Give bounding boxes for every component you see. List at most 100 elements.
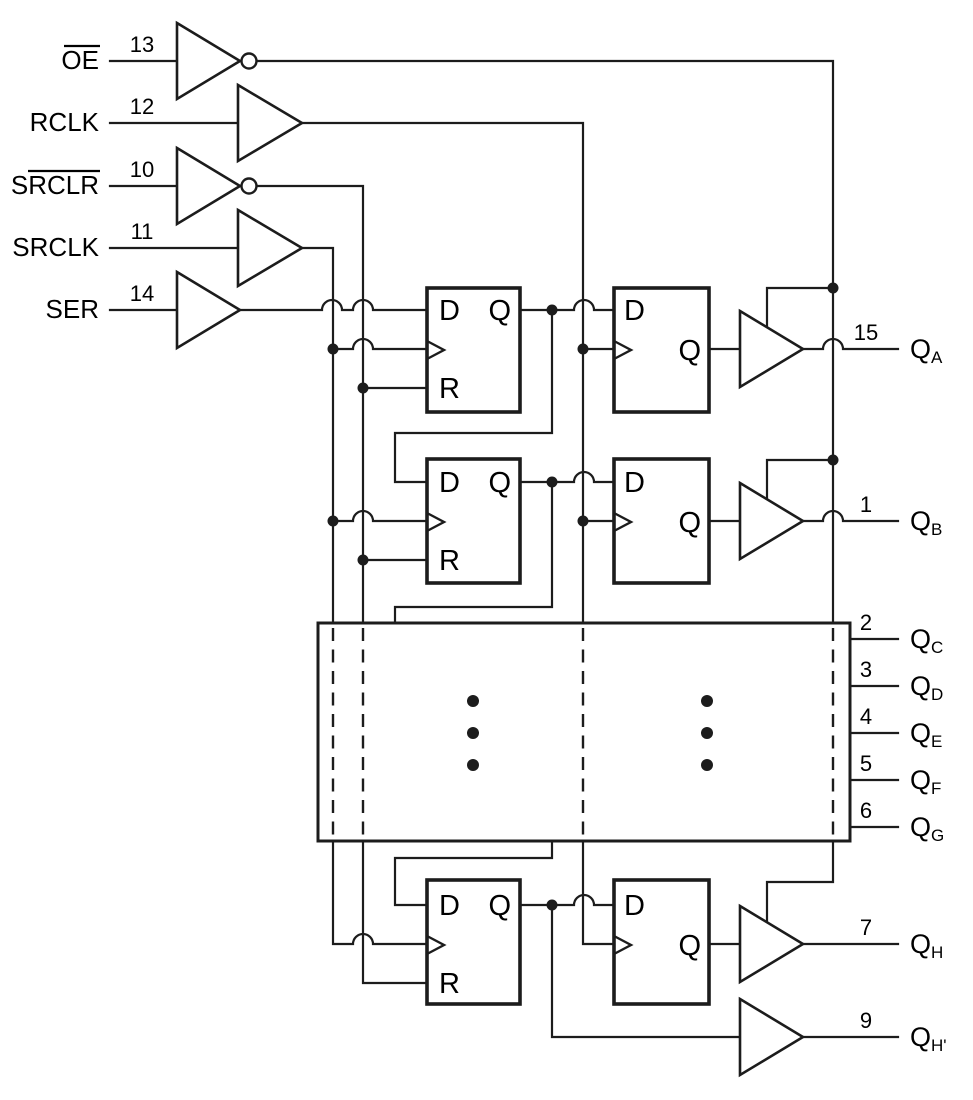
storage-register-h: D Q <box>612 878 711 1006</box>
wire-rclk-rail-bottom <box>581 839 616 946</box>
output-labels: 15 1 2 3 4 5 6 7 9 QA QB QC QD QE QF QG … <box>854 320 947 1055</box>
shift-register-a: D Q R <box>425 286 522 414</box>
input-gates <box>175 20 305 351</box>
output-label-qg: QG <box>910 812 944 845</box>
junction-dots <box>327 282 839 911</box>
junction-dot <box>827 454 839 466</box>
junction-dot <box>357 554 369 566</box>
clock-arrow-shift-h <box>426 934 447 956</box>
port-r-shift-a: R <box>439 373 460 405</box>
qhprime-output-buffer <box>738 996 806 1078</box>
port-r-shift-b: R <box>439 545 460 577</box>
input-label-srclr: SRCLR <box>11 170 99 200</box>
port-r-shift-h: R <box>439 968 460 1000</box>
wire-out-qb <box>801 509 900 523</box>
pin-number-2: 2 <box>860 610 872 635</box>
port-d-storage-a: D <box>624 295 645 327</box>
ellipsis-dot <box>701 695 713 707</box>
output-label-qa: QA <box>910 334 943 367</box>
oe-inverter-bubble <box>240 52 258 70</box>
wire-srclr-rail-bottom <box>361 839 429 985</box>
qa-output-buffer <box>738 308 806 390</box>
pin-number-12: 12 <box>130 94 154 119</box>
storage-register-b: D Q <box>612 457 711 585</box>
port-d-shift-b: D <box>439 467 460 499</box>
pin-number-4: 4 <box>860 704 872 729</box>
junction-dot <box>546 476 558 488</box>
port-q-storage-h: Q <box>678 930 701 962</box>
srclk-buffer-triangle <box>236 207 305 289</box>
port-d-storage-h: D <box>624 890 645 922</box>
wire-srclk-rail-top <box>300 246 335 625</box>
wire-rclk-rail-top <box>300 121 585 625</box>
pin-number-9: 9 <box>860 1008 872 1033</box>
port-d-shift-a: D <box>439 295 460 327</box>
wire-qb-shift-to-storage <box>518 470 616 484</box>
pin-number-3: 3 <box>860 657 872 682</box>
wire-srclk-branch-b <box>331 509 429 523</box>
output-label-qe: QE <box>910 718 942 751</box>
input-label-oe: OE <box>61 45 99 75</box>
junction-dot <box>327 343 339 355</box>
port-q-shift-h: Q <box>488 890 511 922</box>
input-label-srclk: SRCLK <box>12 232 99 262</box>
pin-number-7: 7 <box>860 915 872 940</box>
ellipsis-dots <box>467 695 713 771</box>
ellipsis-dot <box>467 759 479 771</box>
output-buffers <box>738 308 806 1078</box>
wire-srclk-rail-bottom <box>331 839 429 946</box>
junction-dot <box>577 343 589 355</box>
srclr-inverter-bubble <box>240 177 258 195</box>
wire-oe-enable-a <box>765 286 835 330</box>
srclr-inverter-triangle <box>175 145 243 227</box>
wire-oe-rail-bottom <box>765 839 835 925</box>
qh-output-buffer <box>738 903 806 985</box>
port-q-storage-b: Q <box>678 507 701 539</box>
shift-ff-h-box <box>425 878 522 1006</box>
output-label-qhprime: QH' <box>910 1022 947 1055</box>
input-label-ser: SER <box>46 294 99 324</box>
junction-dot <box>546 899 558 911</box>
wires <box>108 59 900 1039</box>
clock-arrow-shift-a <box>426 339 447 361</box>
output-label-qf: QF <box>910 765 941 798</box>
clock-arrow-storage-b <box>613 511 634 533</box>
clock-arrow-shift-b <box>426 511 447 533</box>
junction-dot <box>357 382 369 394</box>
junction-dot <box>327 515 339 527</box>
ellipsis-dot <box>701 727 713 739</box>
omitted-stage-rails <box>331 628 835 837</box>
output-label-qc: QC <box>910 624 943 657</box>
oe-inverter-triangle <box>175 20 243 102</box>
wire-link-b-to-box <box>393 480 554 625</box>
junction-dot <box>577 515 589 527</box>
pin-number-14: 14 <box>130 281 154 306</box>
pin-number-6: 6 <box>860 798 872 823</box>
wire-link-box-to-h <box>393 839 554 907</box>
junction-dot <box>827 282 839 294</box>
pin-number-11: 11 <box>131 219 154 244</box>
pin-number-13: 13 <box>130 32 154 57</box>
ellipsis-dot <box>467 727 479 739</box>
port-d-shift-h: D <box>439 890 460 922</box>
storage-register-a: D Q <box>612 286 711 414</box>
shift-register-b: D Q R <box>425 457 522 585</box>
pin-number-10: 10 <box>130 157 154 182</box>
storage-ff-h-box <box>612 878 711 1006</box>
ser-buffer-triangle <box>175 269 243 351</box>
pin-number-1: 1 <box>860 492 872 517</box>
wire-oe-rail-top <box>254 59 835 625</box>
wire-oe-enable-b <box>765 458 835 502</box>
wire-qa-shift-to-storage <box>518 298 616 312</box>
wire-link-a-to-b <box>393 308 554 484</box>
qb-output-buffer <box>738 480 806 562</box>
wire-ser-to-ffa <box>238 298 429 312</box>
port-q-storage-a: Q <box>678 335 701 367</box>
port-q-shift-a: Q <box>488 295 511 327</box>
wire-srclk-branch-a <box>331 337 429 351</box>
wire-srclr-rail-top <box>254 184 365 625</box>
output-label-qb: QB <box>910 506 942 539</box>
wire-qh-shift-to-storage <box>518 893 616 907</box>
wire-qh-prime-feed <box>550 903 742 1039</box>
